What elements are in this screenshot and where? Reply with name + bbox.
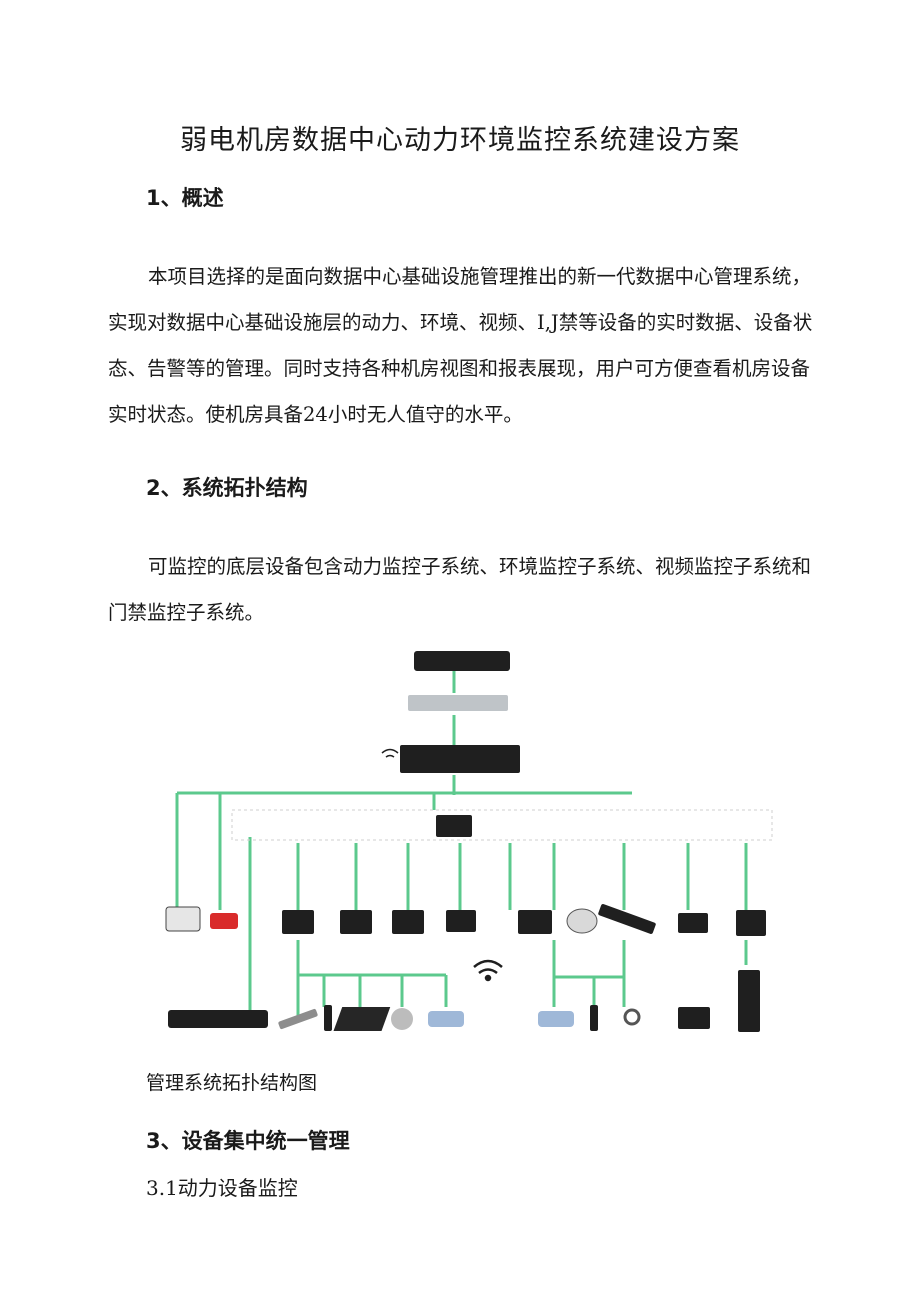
pdu-icon — [598, 904, 656, 934]
overview-paragraph: 本项目选择的是面向数据中心基础设施管理推出的新一代数据中心管理系统，实现对数据中… — [108, 265, 813, 426]
module-icon — [678, 913, 708, 933]
host-icon — [400, 745, 520, 773]
camera-icon — [566, 908, 598, 934]
document-title: 弱电机房数据中心动力环境监控系统建设方案 — [180, 125, 740, 156]
nvr-icon — [168, 1010, 268, 1028]
server-icon — [414, 651, 510, 671]
subnet-frame — [231, 809, 773, 841]
gateway-icon — [678, 1007, 710, 1029]
switch-icon — [408, 695, 508, 711]
touch-panel-icon — [165, 906, 201, 932]
module-icon — [392, 910, 424, 934]
sensor-icon — [278, 1008, 318, 1030]
reader-icon — [324, 1005, 332, 1031]
leak-sensor-icon — [538, 1011, 574, 1027]
module-icon — [340, 910, 372, 934]
collector-icon — [436, 815, 472, 837]
figure-caption: 管理系统拓扑结构图 — [146, 1072, 318, 1094]
topology-diagram — [165, 651, 773, 1032]
ups-icon — [738, 970, 760, 1032]
section-heading-overview: 1、概述 — [146, 186, 224, 210]
module-icon — [736, 910, 766, 936]
section-heading-management: 3、设备集中统一管理 — [146, 1129, 350, 1153]
tablet-icon — [333, 1007, 391, 1031]
topology-paragraph: 可监控的底层设备包含动力监控子系统、环境监控子系统、视频监控子系统和门禁监控子系… — [108, 555, 812, 624]
ring-sensor-icon — [623, 1008, 641, 1026]
alarm-icon — [210, 913, 238, 929]
devices — [165, 651, 766, 1032]
section-heading-topology: 2、系统拓扑结构 — [146, 476, 308, 500]
module-icon — [282, 910, 314, 934]
leak-sensor-icon — [428, 1011, 464, 1027]
module-icon — [446, 910, 476, 932]
network-links — [175, 667, 748, 1020]
subsection-heading-power: 3.1动力设备监控 — [146, 1176, 298, 1200]
module-icon — [518, 910, 552, 934]
wifi-icon — [381, 748, 503, 982]
sphere-sensor-icon — [391, 1008, 413, 1030]
reader-icon — [590, 1005, 598, 1031]
